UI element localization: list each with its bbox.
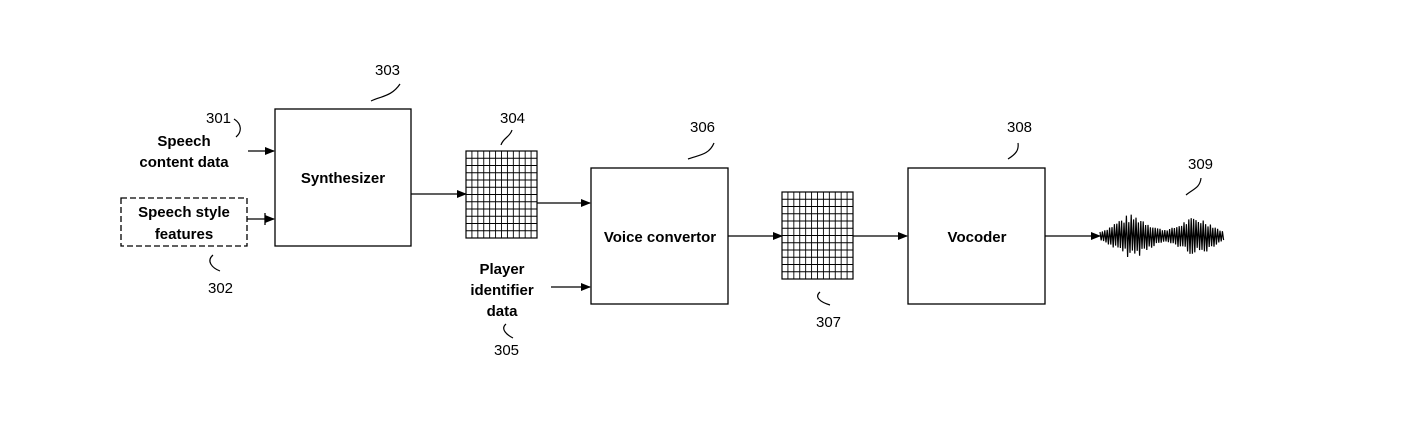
synthesizer-label: Synthesizer — [301, 170, 385, 187]
waveform-309-waveform-icon — [1099, 214, 1225, 258]
vocoder-box — [907, 167, 1046, 305]
synthesizer-box — [274, 108, 412, 247]
player-id-label-1: Player — [479, 261, 524, 278]
speech-content-label-1: Speech — [157, 133, 210, 150]
ref-302: 302 — [208, 280, 233, 297]
player-id-label-2: identifier — [470, 282, 534, 299]
ref-301-leader — [233, 118, 241, 138]
ref-308-leader — [1007, 142, 1019, 160]
ref-301: 301 — [206, 110, 231, 127]
ref-302-leader — [209, 254, 221, 272]
spectrogram-307-grid-icon — [781, 191, 854, 280]
ref-306-leader — [687, 142, 715, 160]
ref-305: 305 — [494, 342, 519, 359]
vocoder-label: Vocoder — [948, 229, 1007, 246]
ref-303: 303 — [375, 62, 400, 79]
speech-style-box — [120, 197, 248, 247]
speech-style-label-2: features — [155, 226, 213, 243]
player-id-label-3: data — [487, 303, 519, 320]
ref-309-leader — [1185, 177, 1202, 196]
voice-convertor-box — [590, 167, 729, 305]
ref-303-leader — [370, 83, 401, 102]
speech-style-label-1: Speech style — [138, 204, 230, 221]
ref-304: 304 — [500, 110, 525, 127]
ref-308: 308 — [1007, 119, 1032, 136]
spectrogram-304-grid-icon — [465, 150, 538, 239]
ref-305-leader — [503, 323, 514, 339]
ref-307: 307 — [816, 314, 841, 331]
ref-309: 309 — [1188, 156, 1213, 173]
voice-convertor-label: Voice convertor — [604, 229, 716, 246]
ref-306: 306 — [690, 119, 715, 136]
ref-304-leader — [500, 129, 513, 146]
speech-content-label-2: content data — [139, 154, 229, 171]
ref-307-leader — [817, 291, 831, 306]
